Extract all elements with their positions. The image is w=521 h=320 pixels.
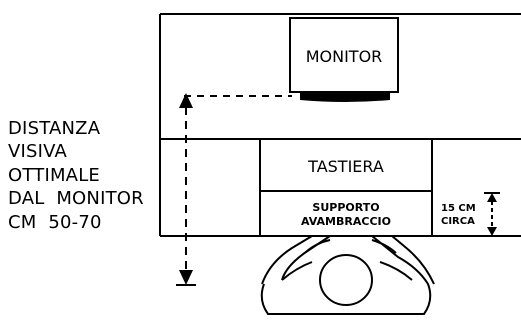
keyboard-box: TASTIERA [259,138,433,192]
height-value-label: 15 CM [441,203,476,214]
forearm-support-label-2: AVAMBRACCIO [301,215,391,228]
person-figure [260,235,435,315]
forearm-support-box: SUPPORTO AVAMBRACCIO [259,190,433,237]
monitor-label: MONITOR [306,47,383,66]
height-note-label: CIRCA [441,216,475,227]
distance-arrow [176,93,196,286]
monitor-box: MONITOR [289,17,399,102]
caption-line-2: VISIVA [8,141,68,163]
height-arrow [484,192,500,237]
forearm-support-label-1: SUPPORTO [312,201,379,214]
caption-line-4: DAL MONITOR [8,188,144,210]
caption-line-1: DISTANZA [8,118,101,139]
viewing-distance-caption: DISTANZA VISIVA OTTIMALE DAL MONITOR CM … [8,117,168,234]
caption-line-5: CM 50-70 [8,211,102,233]
keyboard-label: TASTIERA [307,157,384,176]
caption-line-3: OTTIMALE [8,164,100,186]
